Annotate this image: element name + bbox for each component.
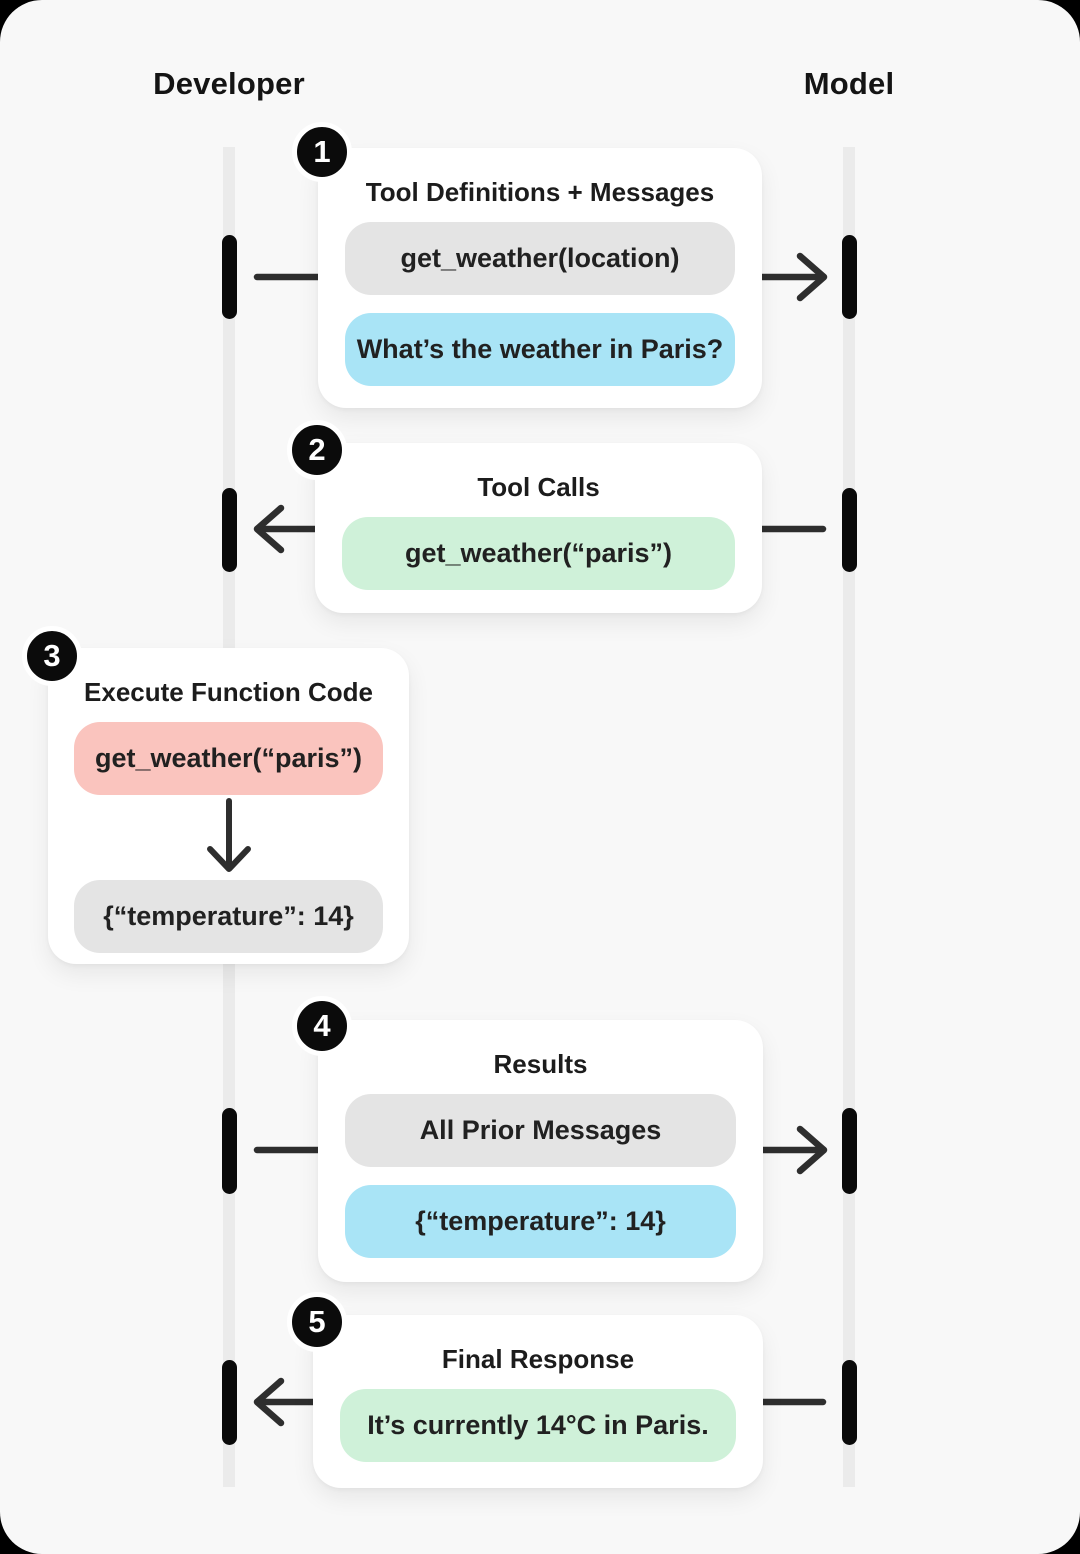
tool-call-pill: get_weather(“paris”) (342, 517, 735, 590)
step4-title: Results (493, 1049, 588, 1079)
final-response-pill: It’s currently 14°C in Paris. (340, 1389, 736, 1462)
step5-title: Final Response (441, 1344, 635, 1374)
step1-card: Tool Definitions + Messages get_weather(… (318, 148, 762, 408)
tool-definition-pill: get_weather(location) (345, 222, 735, 295)
model-activation-step4 (842, 1108, 857, 1194)
model-activation-step2 (842, 488, 857, 572)
step1-title: Tool Definitions + Messages (365, 177, 715, 207)
model-activation-step5 (842, 1360, 857, 1445)
model-header: Model (803, 66, 895, 101)
step1-badge: 1 (292, 122, 352, 182)
step4-badge: 4 (292, 996, 352, 1056)
developer-activation-step4 (222, 1108, 237, 1194)
developer-activation-step1 (222, 235, 237, 319)
step5-badge: 5 (287, 1292, 347, 1352)
step2-title: Tool Calls (477, 472, 600, 502)
step5-card: Final Response It’s currently 14°C in Pa… (313, 1315, 763, 1488)
arrow-down-icon (206, 798, 251, 872)
step2-badge: 2 (287, 420, 347, 480)
step4-card: Results All Prior Messages {“temperature… (318, 1020, 763, 1282)
step3-badge: 3 (22, 626, 82, 686)
developer-activation-step5 (222, 1360, 237, 1445)
function-result-pill: {“temperature”: 14} (74, 880, 383, 953)
step3-title: Execute Function Code (84, 677, 373, 707)
prior-messages-pill: All Prior Messages (345, 1094, 736, 1167)
step3-card: Execute Function Code get_weather(“paris… (48, 648, 409, 964)
user-message-pill: What’s the weather in Paris? (345, 313, 735, 386)
step2-card: Tool Calls get_weather(“paris”) (315, 443, 762, 613)
model-activation-step1 (842, 235, 857, 319)
result-message-pill: {“temperature”: 14} (345, 1185, 736, 1258)
function-execution-pill: get_weather(“paris”) (74, 722, 383, 795)
developer-activation-step2 (222, 488, 237, 572)
developer-header: Developer (153, 66, 305, 101)
